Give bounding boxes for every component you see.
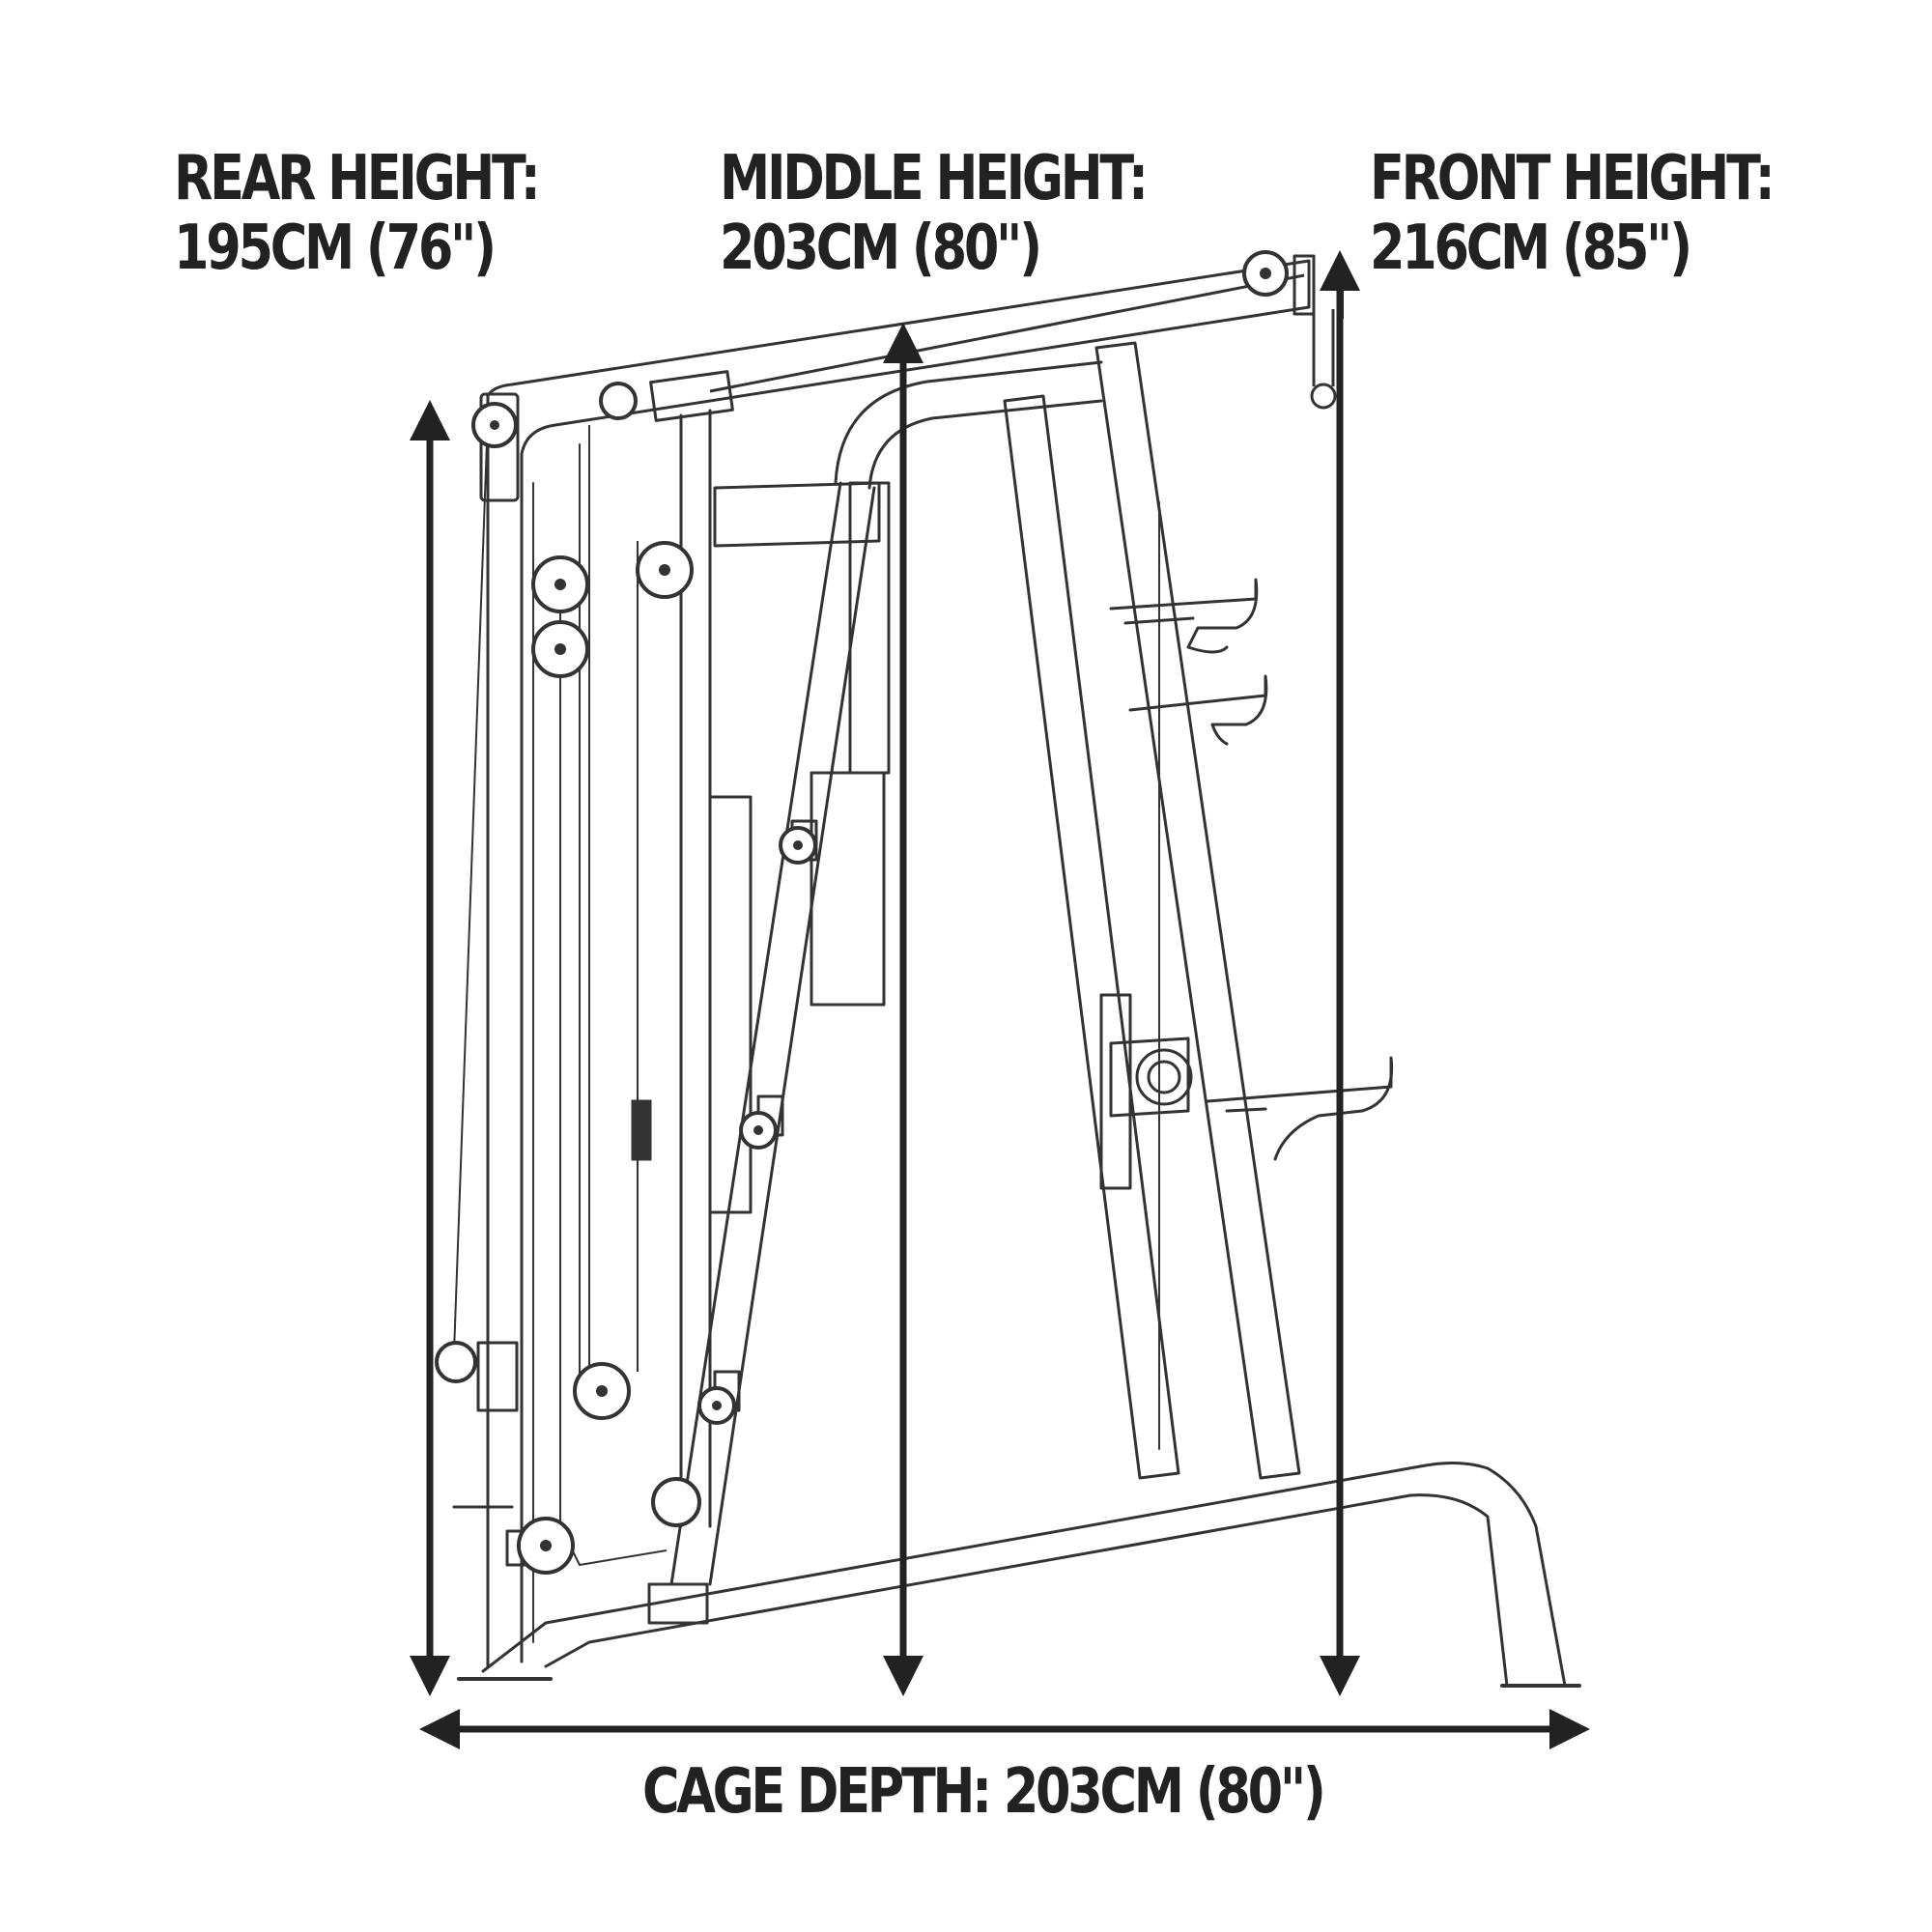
rear-bracket [476,1341,519,1412]
rear-height-value: 195CM (76") [174,212,497,284]
front-height-label: FRONT HEIGHT: 216CM (85") [1370,143,1776,284]
pulleys [435,250,1289,1575]
diagonal-bar-inner [708,486,876,1586]
plate-horn-middle [1128,674,1268,746]
carriage [1099,993,1132,1190]
pin-knob-rear [435,1341,477,1383]
carriage-hole [1135,1048,1193,1106]
upper-arm [713,481,881,548]
front-upright [1094,341,1301,1480]
middle-height-label: MIDDLE HEIGHT: 203CM (80") [720,143,1149,284]
cage-frame [452,254,1581,1688]
weight-stack-rear [708,795,753,1214]
plate-horn-lower [1206,1056,1394,1161]
base-rail-outer [481,1461,1567,1688]
front-upright-back [1003,394,1180,1480]
top-plate [649,370,734,422]
cage-depth-text: CAGE DEPTH: 203CM (80") [642,1756,1326,1828]
pulley-top-mid [599,382,638,420]
rear-height-label: REAR HEIGHT: 195CM (76") [174,143,541,284]
middle-height-value: 203CM (80") [720,212,1042,284]
base-plate [647,1582,709,1625]
pulley-hubs [490,268,1271,1551]
cage-depth-label: CAGE DEPTH: 203CM (80") [642,1756,1326,1828]
dimension-arrows [410,250,1590,1749]
front-height-title: FRONT HEIGHT: [1370,143,1776,214]
pulley-low-front [651,1477,701,1527]
top-beam [486,259,1311,1663]
cable-clip [631,309,1337,1161]
rear-corner-plate [479,392,520,502]
plate-horn-upper [1109,578,1259,654]
middle-height-title: MIDDLE HEIGHT: [720,143,1149,214]
rear-height-title: REAR HEIGHT: [174,143,541,214]
base-rail-inner [544,1493,1509,1688]
front-height-value: 216CM (85") [1370,212,1692,284]
cable-rear [453,414,489,1353]
diagonal-bar-outer [669,481,842,1586]
weight-stack-front [810,771,886,1007]
